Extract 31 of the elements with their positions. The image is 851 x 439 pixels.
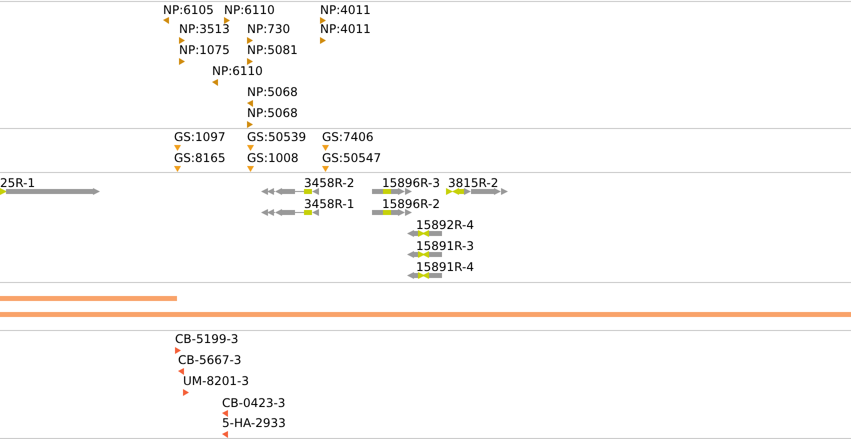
feature-label: NP:3513 (179, 22, 230, 36)
feature-label: 25R-1 (0, 176, 36, 190)
feature-label: 3815R-2 (448, 176, 498, 190)
feature-label: NP:5068 (247, 106, 298, 120)
feature-label: NP:6110 (212, 64, 263, 78)
feature-label: 15892R-4 (416, 218, 474, 232)
feature-label: CB-0423-3 (222, 396, 286, 410)
feature-label: NP:4011 (320, 3, 371, 17)
feature-label: 5-HA-2933 (222, 416, 286, 430)
feature-label: CB-5667-3 (178, 353, 242, 367)
feature-label: GS:7406 (322, 130, 374, 144)
feature-label: 3458R-2 (304, 176, 354, 190)
feature-label: 15891R-4 (416, 260, 474, 274)
feature-label: 15891R-3 (416, 239, 474, 253)
feature-label: NP:6105 (163, 3, 214, 17)
feature-label: NP:6110 (224, 3, 275, 17)
feature-label: UM-8201-3 (183, 374, 249, 388)
feature-label: NP:1075 (179, 43, 230, 57)
feature-label: NP:4011 (320, 22, 371, 36)
feature-label: GS:1008 (247, 151, 298, 165)
feature-label: GS:1097 (174, 130, 226, 144)
feature-label: 15896R-2 (382, 197, 440, 211)
feature-label: CB-5199-3 (175, 332, 238, 346)
feature-label: NP:730 (247, 22, 290, 36)
feature-label: GS:8165 (174, 151, 226, 165)
feature-label: 3458R-1 (304, 197, 354, 211)
feature-label: 15896R-3 (382, 176, 440, 190)
feature-label: GS:50547 (322, 151, 382, 165)
feature-label: NP:5081 (247, 43, 298, 57)
feature-label: NP:5068 (247, 85, 298, 99)
feature-label: GS:50539 (247, 130, 306, 144)
